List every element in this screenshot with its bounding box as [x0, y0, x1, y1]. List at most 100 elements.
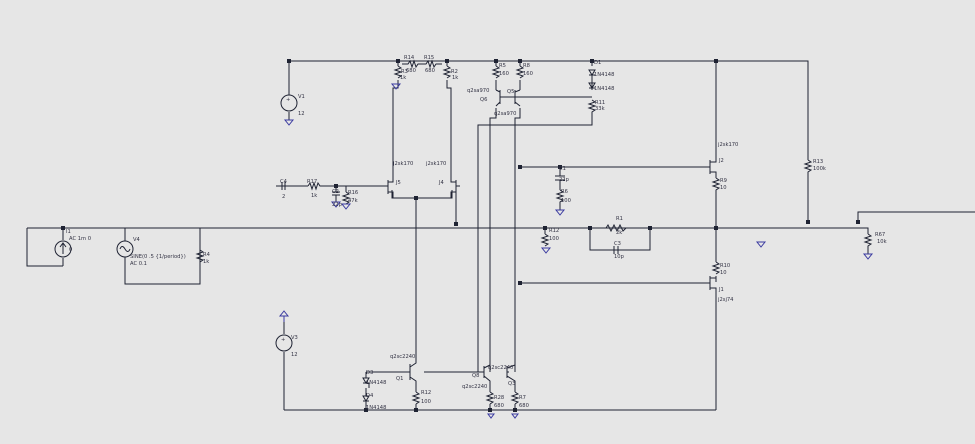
label-q5: Q5 — [507, 89, 514, 95]
label-r1: R1 — [616, 216, 623, 222]
label-q3: Q3 — [508, 381, 515, 387]
label-r5-value: 160 — [499, 71, 509, 77]
label-r8: R8 — [523, 63, 530, 69]
resistor-r12a — [540, 233, 550, 247]
resistor-r28 — [485, 391, 495, 405]
component-labels: R14 680 R15 680 R3 1k R2 1k R5 160 R8 16… — [66, 55, 887, 411]
resistor-r7 — [510, 391, 520, 405]
label-j1-model: j2sj74 — [717, 297, 734, 303]
resistor-r2 — [442, 65, 452, 79]
label-r7: R7 — [519, 395, 526, 401]
label-r12a: R12 — [549, 228, 559, 234]
bjt-q5 — [495, 89, 504, 107]
label-r9: R9 — [720, 178, 727, 184]
label-r12-value: 100 — [421, 399, 431, 405]
ground-icon — [540, 247, 552, 254]
diodes — [362, 69, 596, 404]
junctions — [61, 59, 860, 412]
label-j2-model: j2sk170 — [717, 142, 738, 148]
label-r67: R67 — [875, 232, 885, 238]
label-r12: R12 — [421, 390, 431, 396]
label-q6: Q6 — [480, 97, 487, 103]
label-r10: R10 — [720, 263, 730, 269]
label-j2: J2 — [718, 158, 724, 164]
label-r67-value: 10k — [877, 239, 887, 245]
jfet-j4 — [450, 168, 460, 198]
resistor-r6 — [555, 189, 565, 204]
svg-text:+: + — [286, 97, 290, 103]
resistor-r8 — [515, 65, 525, 79]
resistor-r12 — [411, 391, 421, 405]
label-r13: R13 — [813, 159, 823, 165]
label-r28: R28 — [494, 395, 504, 401]
label-q6-model: q2sa970 — [494, 111, 516, 117]
label-r10-value: 10 — [720, 270, 727, 276]
diode-d2 — [588, 82, 596, 89]
resistor-r10 — [711, 261, 721, 275]
label-r6-value: 100 — [561, 198, 571, 204]
label-r18: R16 — [348, 190, 358, 196]
label-d1: D1 — [594, 60, 601, 66]
voltage-source-v1 — [280, 94, 298, 112]
label-r13-value: 100k — [813, 166, 826, 172]
ground-icon — [554, 209, 566, 216]
capacitor-c4 — [281, 182, 286, 190]
label-c3: C3 — [614, 241, 621, 247]
label-r2-value: 1k — [452, 75, 458, 81]
label-q1-model: q2sc2240 — [390, 354, 415, 360]
label-r6: R6 — [561, 189, 568, 195]
bjt-q6 — [511, 89, 521, 107]
label-r15: R3 — [401, 69, 408, 75]
label-d4: D4 — [366, 393, 374, 399]
label-c4: C4 — [280, 179, 288, 185]
label-c3-value: 10p — [614, 254, 625, 260]
diode-d4 — [362, 395, 370, 404]
label-q8: Q8 — [472, 373, 479, 379]
label-r8-value: 160 — [523, 71, 533, 77]
label-v1: V1 — [298, 94, 305, 100]
label-c1: C1 — [559, 166, 566, 172]
label-r16: R15 — [424, 55, 434, 61]
resistor-r13 — [803, 159, 813, 176]
ground-icon — [862, 253, 874, 260]
ground-icon — [390, 83, 402, 90]
label-j4-model: j2sk170 — [425, 161, 446, 167]
capacitor-c3 — [613, 246, 624, 254]
resistor-r1 — [605, 223, 630, 233]
label-r3-value: 1k — [400, 75, 406, 81]
capacitor-c1 — [555, 175, 565, 185]
label-r16-value: 680 — [425, 68, 435, 74]
resistor-r67 — [863, 233, 873, 248]
bjt-q1 — [408, 360, 417, 384]
label-v4-value: SINE(0 .5 {1/period}) — [130, 254, 186, 260]
ground-icon — [330, 201, 342, 208]
label-r17: R17 — [307, 179, 317, 185]
label-r2: R2 — [451, 69, 458, 75]
label-d4-value: 1N4148 — [366, 405, 386, 411]
label-r12a-value: 100 — [549, 236, 559, 242]
sources: + + — [54, 94, 298, 352]
label-r4-value: 1k — [203, 259, 209, 265]
jfet-j2 — [705, 150, 717, 178]
label-d2-value: 1N4148 — [594, 86, 614, 92]
resistors — [195, 59, 873, 405]
diode-d3 — [362, 377, 370, 388]
label-v4-ac: AC 0.1 — [130, 261, 147, 267]
label-q1: Q1 — [396, 376, 403, 382]
ground-icon — [511, 413, 519, 419]
label-d1-value: 1N4148 — [594, 72, 614, 78]
label-r7-value: 680 — [519, 403, 529, 409]
label-r14: R14 — [404, 55, 415, 61]
label-r14-value: 680 — [406, 68, 416, 74]
label-c2: C2 — [332, 189, 339, 195]
label-d3: D3 — [366, 370, 373, 376]
label-i1-zero: 0 — [69, 247, 72, 253]
bjt-q8 — [470, 364, 491, 384]
ground-icon — [340, 203, 352, 210]
label-d3-value: 1N4148 — [366, 380, 386, 386]
resistor-r5 — [491, 65, 501, 79]
label-q3-model: q2sc2240 — [488, 365, 513, 371]
label-r1-value: 2k — [616, 230, 622, 236]
label-v3: V3 — [291, 335, 298, 341]
